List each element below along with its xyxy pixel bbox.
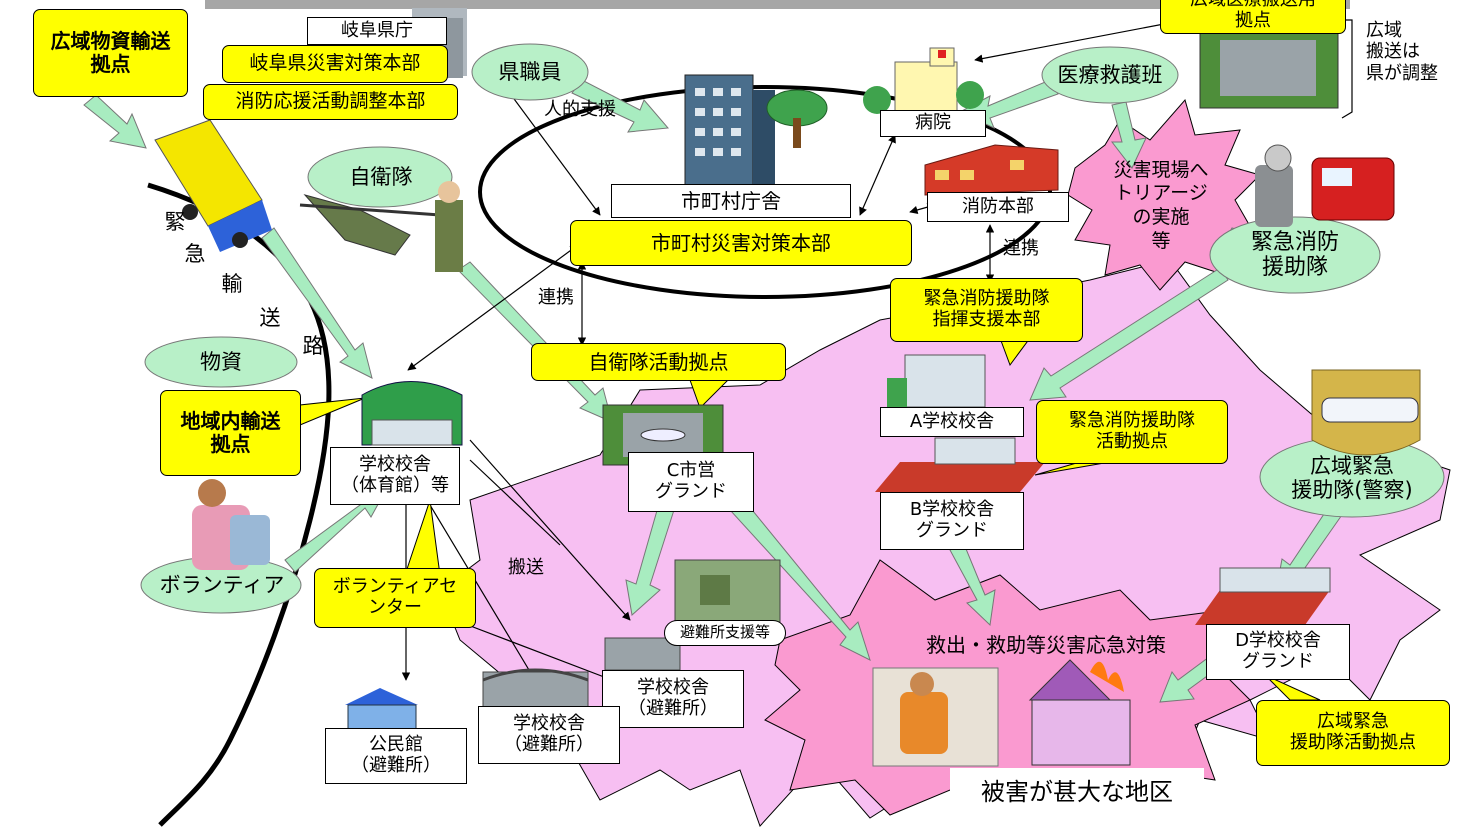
- truck-illustration: [154, 119, 272, 252]
- label-school-a: A学校校舎: [880, 407, 1024, 437]
- arrow-b-to-rescue: [949, 543, 996, 627]
- label-road-char-1: 緊: [164, 209, 186, 234]
- volunteer-illustration: [192, 479, 270, 570]
- heliport-top-illustration: [1199, 29, 1339, 109]
- tail-local-base: [299, 397, 366, 426]
- label-municipal-office: 市町村庁舎: [611, 184, 851, 218]
- label-shelter-school-1: 学校校舎 （避難所）: [478, 706, 620, 764]
- label-broad-medical-base: 広域医療搬送用 拠点: [1160, 0, 1346, 34]
- arrow-truck-to-gym: [261, 227, 373, 379]
- burning-house-illustration: [1028, 659, 1131, 766]
- arrow-ground-to-rescue: [729, 499, 871, 661]
- arrow-ground-to-shelter: [625, 499, 675, 616]
- label-sdf: 自衛隊: [349, 164, 413, 189]
- label-road-char-4: 送: [259, 305, 281, 330]
- label-road-char-2: 急: [184, 241, 206, 266]
- line-gym-shelter1: [429, 504, 536, 681]
- label-police-base: 広域緊急 援助隊活動拠点: [1256, 700, 1450, 766]
- sdf-illustration: [299, 181, 463, 272]
- label-transport: 搬送: [508, 556, 544, 578]
- label-police-team: 広域緊急 援助隊(警察): [1291, 453, 1413, 502]
- label-c-ground: C市営 グランド: [628, 452, 754, 512]
- oval-supplies: [144, 336, 298, 388]
- label-pref-staff: 県職員: [498, 59, 562, 84]
- oval-medical-team: [1041, 46, 1179, 104]
- line-staff-office: [499, 79, 601, 216]
- shelter-school-1-illustration: [482, 668, 589, 709]
- label-school-b: B学校校舎 グランド: [880, 492, 1024, 550]
- police-car-illustration: [1311, 369, 1421, 456]
- label-fire-command: 緊急消防援助隊 指揮支援本部: [890, 278, 1083, 342]
- fire-station-illustration: [924, 144, 1059, 196]
- school-d-illustration: [1195, 567, 1331, 625]
- rescuer-illustration: [872, 667, 999, 767]
- top-banner: [205, 0, 1350, 9]
- label-volunteer: ボランティア: [159, 572, 285, 597]
- label-medical-team: 医療救護班: [1057, 62, 1163, 87]
- label-fire-base: 緊急消防援助隊 活動拠点: [1036, 400, 1228, 464]
- line-broad-bracket: [1341, 19, 1353, 119]
- school-a-illustration: [887, 354, 986, 408]
- shelter-school-2-illustration: [604, 637, 681, 671]
- label-gifu-office: 岐阜県庁: [307, 17, 447, 45]
- label-fire-hq: 消防本部: [927, 192, 1069, 222]
- label-cooperation-2: 連携: [538, 286, 574, 308]
- label-gifu-hq: 岐阜県災害対策本部: [222, 45, 448, 83]
- label-school-d: D学校校舎 グランド: [1206, 624, 1350, 680]
- school-b-illustration: [875, 437, 1045, 492]
- label-broad-supply-base: 広域物資輸送 拠点: [33, 9, 188, 97]
- line-hq-hospital: [859, 134, 896, 216]
- line-hq-gym: [407, 244, 579, 371]
- label-volunteer-center: ボランティアセ ンター: [314, 568, 476, 628]
- label-shelter-school-2: 学校校舎 （避難所）: [602, 670, 744, 728]
- shelter-photo-illustration: [674, 559, 781, 623]
- line-gym-shelter2: [469, 439, 631, 621]
- label-emergency-fire-team: 緊急消防 援助隊: [1250, 229, 1339, 280]
- label-triage: 災害現場へ トリアージ の実施 等: [1113, 158, 1209, 252]
- label-broad-note: 広域 搬送は 県が調整: [1366, 19, 1438, 84]
- label-municipal-hq: 市町村災害対策本部: [570, 220, 912, 266]
- hospital-illustration: [863, 47, 984, 115]
- municipal-tower-illustration: [684, 74, 828, 186]
- label-road-char-3: 輸: [221, 271, 243, 296]
- oval-fire-team: [1209, 216, 1381, 294]
- label-cooperation-1: 連携: [1003, 237, 1039, 259]
- label-school-gym: 学校校舎 （体育館）等: [330, 447, 460, 505]
- label-sdf-base: 自衛隊活動拠点: [531, 343, 786, 381]
- label-community-hall: 公民館 （避難所）: [325, 728, 467, 784]
- label-fire-coord-hq: 消防応援活動調整本部: [203, 84, 458, 120]
- label-supplies: 物資: [200, 349, 242, 374]
- arrow-broad-to-truck: [83, 94, 147, 149]
- oval-pref-staff: [471, 43, 589, 101]
- oval-sdf: [307, 146, 453, 208]
- label-severe-area: 被害が甚大な地区: [950, 768, 1204, 818]
- label-rescue-measures: 救出・救助等災害応急対策: [926, 632, 1166, 657]
- label-road-char-5: 路: [302, 333, 324, 358]
- label-hospital: 病院: [880, 110, 986, 137]
- tail-vol-center: [404, 499, 441, 576]
- line-volcenter-shelter2: [459, 621, 613, 681]
- arrow-team-to-school-a: [1029, 267, 1229, 401]
- firefighter-illustration: [1255, 144, 1293, 227]
- gym-illustration: [361, 381, 463, 446]
- line-hospital-medbase: [974, 17, 1186, 63]
- line-gym-broken: [469, 459, 561, 546]
- label-shelter-support: 避難所支援等: [664, 620, 786, 646]
- arrow-medical-to-triage: [1110, 101, 1147, 169]
- label-human-support: 人的支援: [544, 98, 616, 120]
- label-local-transport-base: 地域内輸送 拠点: [160, 390, 301, 476]
- community-hall-illustration: [345, 688, 418, 734]
- fire-truck-illustration: [1311, 157, 1395, 221]
